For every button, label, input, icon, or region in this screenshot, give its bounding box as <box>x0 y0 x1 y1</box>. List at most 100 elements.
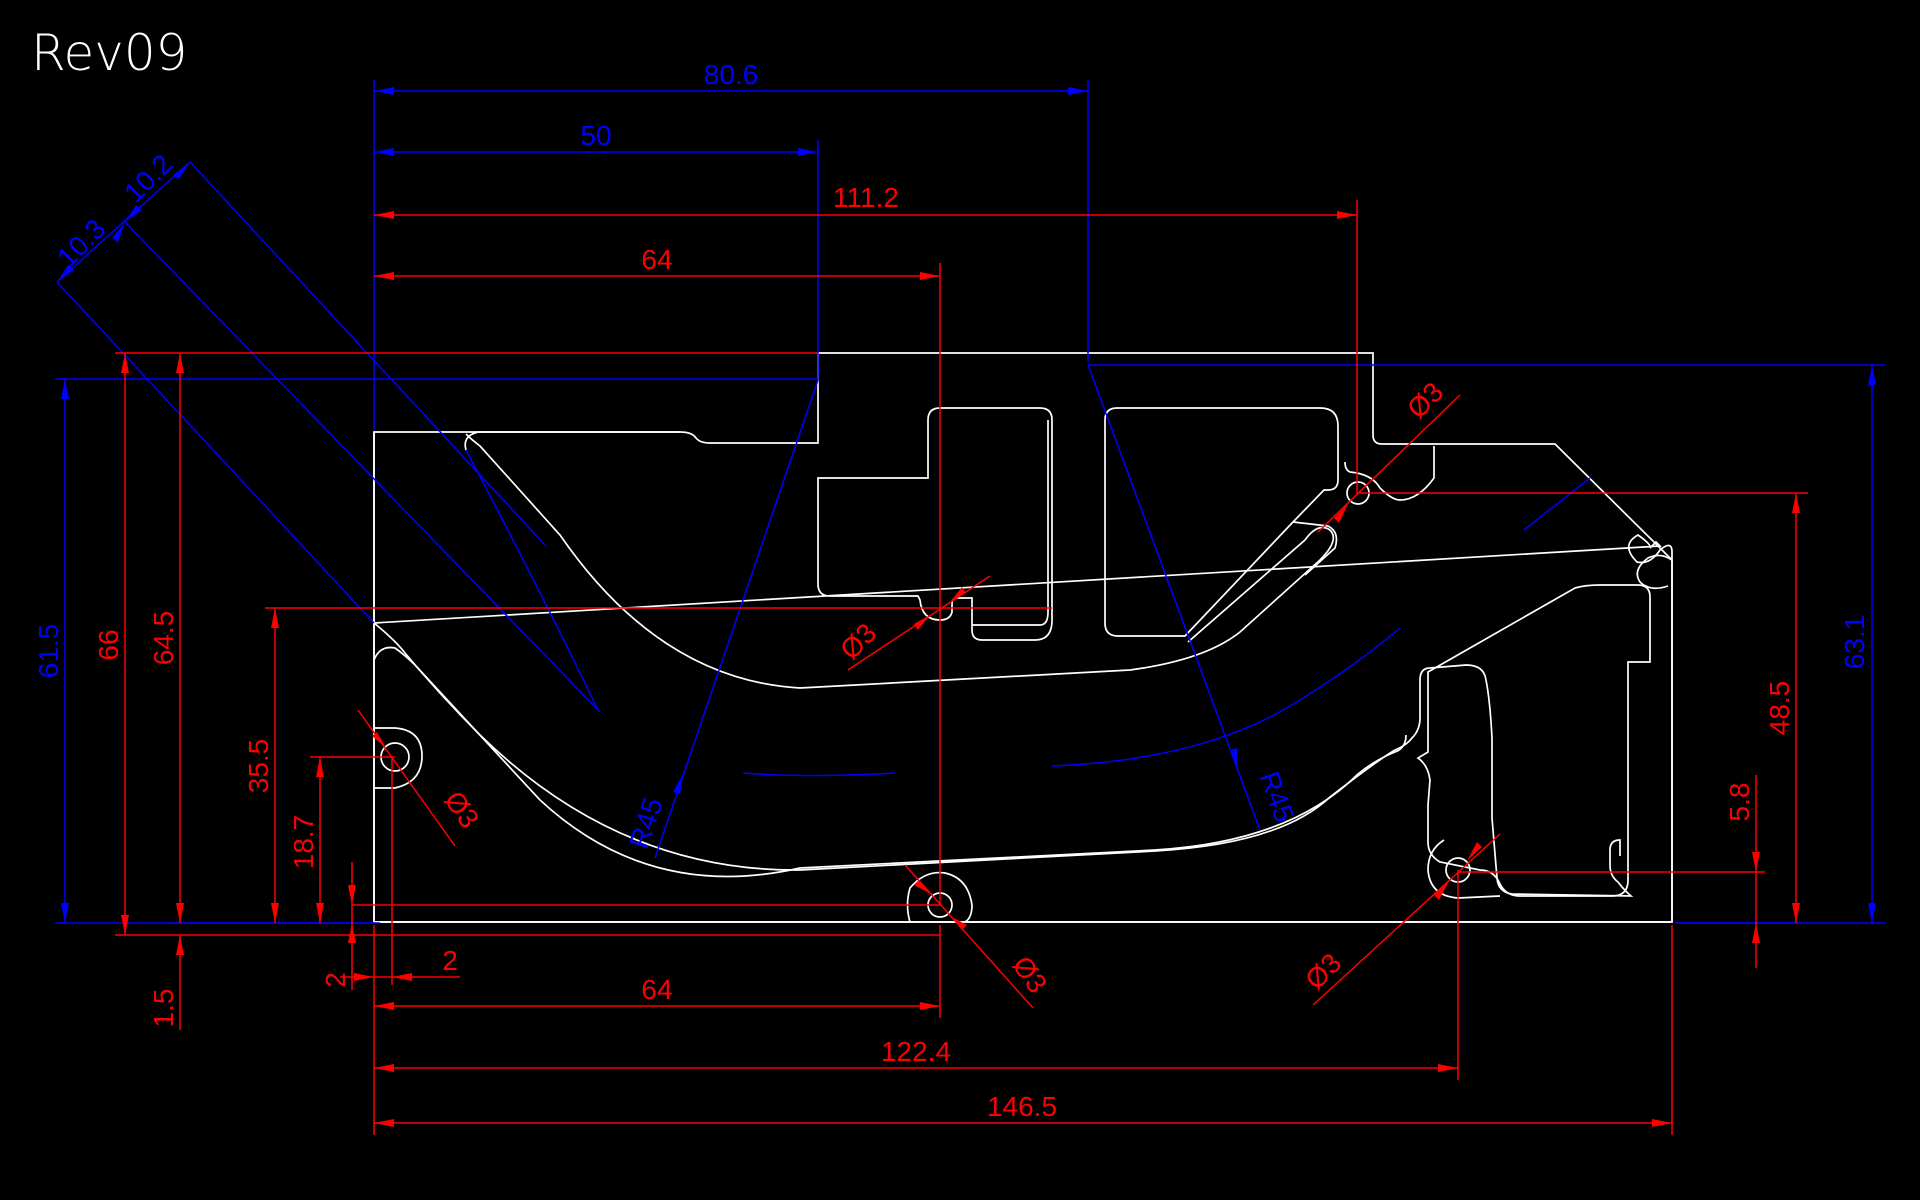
dim-80-6-label: 80.6 <box>704 59 759 90</box>
arrow <box>61 379 69 399</box>
arc-center-2 <box>742 772 896 777</box>
pocket-right <box>1416 584 1651 897</box>
arrow <box>176 353 184 373</box>
arrow <box>271 903 279 923</box>
dim-35-5-label: 35.5 <box>243 739 274 794</box>
arc-center-1 <box>465 449 599 711</box>
arrow <box>1334 504 1348 523</box>
dim-122-4-label: 122.4 <box>881 1036 951 1067</box>
dim-10-3-label: 10.3 <box>51 213 111 273</box>
arrow <box>112 222 125 242</box>
arrow <box>1230 748 1238 770</box>
arrow <box>1438 1064 1458 1072</box>
arrow <box>354 973 374 981</box>
arrow <box>374 1119 394 1127</box>
arrow <box>374 211 394 219</box>
arrow <box>920 272 940 280</box>
dim-48-5-label: 48.5 <box>1764 681 1795 736</box>
upper-curved-bar <box>465 433 1335 689</box>
blue-layer: 80.6 50 61.5 63.1 R45 R45 <box>33 59 1885 924</box>
phi-left-leader <box>357 709 456 847</box>
dim-63-1-label: 63.1 <box>1839 615 1870 670</box>
arrow <box>914 880 931 894</box>
phi-right-leader <box>1312 833 1501 1006</box>
outer-boundary <box>373 352 1673 923</box>
arrow <box>121 353 129 373</box>
arrow <box>1652 1119 1672 1127</box>
left-notch <box>374 727 423 789</box>
arrow <box>374 272 394 280</box>
phi-top-leader <box>1317 394 1461 533</box>
centerline-right <box>1523 477 1591 531</box>
dim-2-h-label: 2 <box>442 945 458 976</box>
arrow <box>374 1064 394 1072</box>
pocket-left-inner <box>972 420 1049 626</box>
outer-contour <box>373 432 1673 923</box>
dim-18-7-label: 18.7 <box>288 815 319 870</box>
lower-curved-bar <box>414 664 1407 878</box>
arrow <box>1467 842 1482 861</box>
dim-66-label: 66 <box>93 629 124 660</box>
boss-bottom-mid <box>906 871 973 923</box>
arrow <box>374 1002 394 1010</box>
phi-right-label: Ø3 <box>1299 947 1347 995</box>
left-arc <box>373 646 416 666</box>
arrow <box>348 885 356 905</box>
arrow <box>1868 903 1876 923</box>
phi-left-label: Ø3 <box>438 785 485 833</box>
pocket-middle-strut <box>1292 521 1338 576</box>
red-layer: 111.2 64 66 64.5 35.5 18.7 1.5 <box>93 182 1808 1135</box>
phi-bot-label: Ø3 <box>1006 950 1053 998</box>
arrow <box>57 265 74 282</box>
arrow <box>392 973 412 981</box>
arrow <box>176 935 184 955</box>
upper-curved-bar-top <box>464 431 680 451</box>
arrow <box>374 87 394 95</box>
part-outline <box>373 352 1673 923</box>
arc-center-3 <box>1051 627 1401 767</box>
arrow <box>125 205 142 222</box>
arrow <box>61 903 69 923</box>
r45-right-label: R45 <box>1254 767 1301 826</box>
dim-64-bot-label: 64 <box>641 974 672 1005</box>
diag-dim-line <box>56 161 191 283</box>
r45-left-label: R45 <box>623 794 668 852</box>
arrow <box>372 732 386 748</box>
dim-61-5-label: 61.5 <box>33 624 64 679</box>
arrow <box>1752 852 1760 872</box>
arrow <box>374 148 394 156</box>
pocket-middle <box>1104 407 1339 637</box>
arrow <box>1792 903 1800 923</box>
arrow <box>1868 365 1876 385</box>
arrow <box>173 162 190 179</box>
arrow <box>914 615 930 630</box>
arrow <box>920 1002 940 1010</box>
arrow <box>1337 211 1357 219</box>
arrow <box>271 608 279 628</box>
right-edge-notch <box>1636 554 1673 590</box>
dim-64-5-label: 64.5 <box>148 611 179 666</box>
arrow <box>1068 87 1088 95</box>
pocket-left <box>817 407 1053 641</box>
dim-64-top-label: 64 <box>641 244 672 275</box>
arrow <box>348 923 356 943</box>
dim-111-2-label: 111.2 <box>833 182 899 213</box>
arrow <box>673 772 684 794</box>
arrow <box>1752 923 1760 943</box>
arrow <box>1792 493 1800 513</box>
diag-2 <box>124 221 601 713</box>
dim-50-label: 50 <box>580 120 611 151</box>
arrow <box>798 148 818 156</box>
arrow <box>950 587 966 602</box>
boss-bottom-right <box>1427 839 1501 899</box>
drawing-title: Rev09 <box>31 24 188 82</box>
arrow <box>950 916 967 930</box>
phi-mid-label: Ø3 <box>834 617 882 665</box>
dim-2-v-label: 2 <box>320 972 351 988</box>
phi-top-label: Ø3 <box>1401 376 1449 424</box>
dim-146-5-label: 146.5 <box>987 1091 1057 1122</box>
arrow <box>316 757 324 777</box>
arrow <box>176 903 184 923</box>
dim-5-8-label: 5.8 <box>1724 783 1755 822</box>
